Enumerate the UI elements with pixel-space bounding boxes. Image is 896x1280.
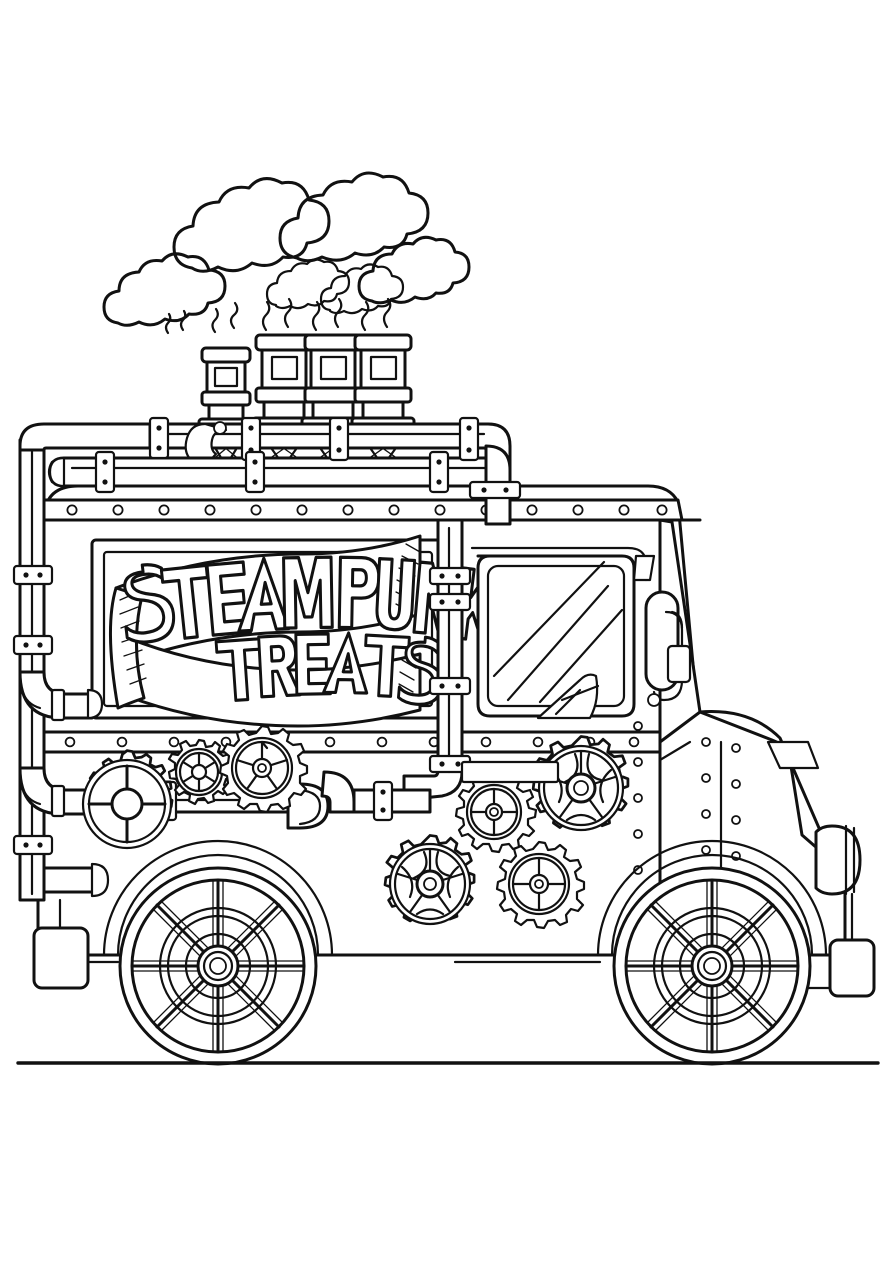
gear-small-lower — [454, 772, 538, 854]
cab-window — [470, 546, 656, 720]
steering-wheel — [536, 673, 600, 720]
cloud-5 — [319, 263, 405, 315]
rear-wheel — [118, 866, 318, 1066]
pipe-nozzle-3 — [42, 862, 110, 898]
wheel-arches — [102, 839, 828, 957]
gear-mid-upper — [218, 724, 309, 814]
cab-edge-rivets — [633, 721, 643, 875]
gear-small-mid — [167, 738, 235, 806]
smokestack-1 — [197, 346, 255, 468]
roof-pipes — [47, 416, 522, 526]
headlamp — [814, 824, 862, 896]
window-glare — [492, 560, 624, 704]
rear-step-box — [32, 898, 120, 990]
gears-cluster — [81, 724, 630, 930]
sign-panel — [90, 534, 505, 728]
left-pipe-riser — [12, 422, 152, 902]
gear-small-front — [495, 840, 586, 930]
riser-clamps — [12, 564, 54, 856]
front-wheel — [612, 866, 812, 1066]
gear-mid-lower — [383, 834, 476, 926]
side-mirror — [644, 590, 692, 707]
banner-letters-treats — [214, 631, 444, 706]
vent-slot — [460, 760, 560, 784]
gear-large-front — [531, 735, 630, 832]
cloud-4 — [265, 258, 351, 310]
pipe-nozzle-1 — [18, 670, 104, 722]
downpipe-clamps — [428, 566, 472, 774]
roof-pipe-clamps — [94, 416, 480, 494]
cloud-3 — [278, 171, 430, 263]
steam-squiggles — [164, 297, 392, 335]
gear-large-rear — [81, 749, 174, 850]
cloud-6 — [357, 235, 471, 305]
steam-clouds — [102, 171, 471, 327]
